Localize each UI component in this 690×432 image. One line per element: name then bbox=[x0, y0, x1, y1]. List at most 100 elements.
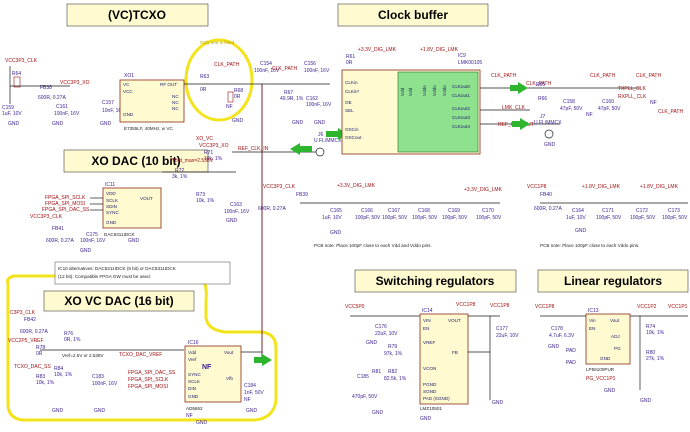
ic9-part: LMK00105 bbox=[458, 60, 482, 66]
xo1-pin-rf-out: RF OUT bbox=[160, 82, 177, 87]
net-clk-path-6: CLK_PATH bbox=[636, 73, 661, 79]
ic11-pin-sdin: SDIN bbox=[106, 204, 117, 209]
linear-banner bbox=[537, 269, 689, 293]
fb41-ref: FB41 bbox=[52, 226, 64, 232]
ic16-pin-vref: Vref bbox=[188, 357, 197, 362]
ic14-pin-vout: VOUT bbox=[448, 318, 461, 323]
c176-ref: C176 bbox=[375, 324, 387, 330]
ic9-vddo-2: Vddo bbox=[432, 85, 437, 96]
xo-vc-dac-title: XO VC DAC (16 bit) bbox=[64, 294, 173, 308]
r67-ref: R67 bbox=[284, 90, 293, 96]
net-3v3-dig-lmk-2: +3.3V_DIG_LMK bbox=[337, 183, 376, 189]
ic16-pin-sclk: SCLK bbox=[188, 379, 201, 384]
fb40-ref: FB40 bbox=[540, 192, 552, 198]
r72-ref: R72 bbox=[175, 168, 184, 174]
c175-ref: C175 bbox=[86, 232, 98, 238]
c162-ref: C162 bbox=[306, 96, 318, 102]
r71-ref: R71 bbox=[204, 150, 213, 156]
ic14-pin-fb: FB bbox=[452, 350, 458, 355]
xo1-ref: XO1 bbox=[124, 73, 134, 79]
c171-value: 100pF, 50V bbox=[596, 215, 622, 221]
ic9-pin-clkout4: CLKout4 bbox=[452, 124, 470, 129]
r73-value: 10k, 1% bbox=[196, 198, 215, 204]
r65-ref: R65 bbox=[536, 82, 545, 88]
r66-ref: R66 bbox=[538, 96, 547, 102]
c176-value: 22uF, 10V bbox=[375, 331, 398, 337]
fb42-value: 600R, 0.27A bbox=[20, 329, 48, 335]
r76-ref: R76 bbox=[64, 331, 73, 337]
ic16-pin-sync: SYNC bbox=[188, 372, 201, 377]
ic9-pin-clkin-n: CLKin* bbox=[345, 89, 360, 94]
net-vcc1p8-2: VCC1P8 bbox=[456, 302, 476, 308]
r63-value: 0R bbox=[200, 87, 207, 93]
r61-ref: R61 bbox=[346, 54, 355, 60]
ic11-pin-vdd: VDD bbox=[106, 191, 116, 196]
c178-value: 4.7uF, 6.3V bbox=[549, 333, 575, 339]
j6-value: U.FL/MMCX bbox=[314, 138, 342, 144]
fb42-ref: FB42 bbox=[24, 317, 36, 323]
ic16-pin-vfb: Vfb bbox=[226, 376, 233, 381]
vctcxo-banner bbox=[66, 3, 209, 27]
net-clk-path-5: CLK_PATH bbox=[590, 73, 615, 79]
ic13-pin-vin: Vin bbox=[589, 318, 596, 323]
xo1-pin-vcc: VCC bbox=[123, 89, 133, 94]
ic13-pin-adj: ADJ bbox=[611, 334, 620, 339]
net-3v3-dig-lmk-3: +3.3V_DIG_LMK bbox=[464, 187, 503, 193]
net-tcxo-dac-ss: TCXO_DAC_SS bbox=[14, 364, 51, 370]
net-fpga-spi-mosi-1: FPGA_SPI_MOSI bbox=[45, 201, 85, 207]
ic11-pin-gnd: GND bbox=[106, 220, 117, 225]
gnd-18: GND bbox=[548, 344, 560, 350]
ic11-part: DAC6311IDCK bbox=[104, 232, 135, 237]
c173-ref: C173 bbox=[668, 208, 680, 214]
net-lmk-clk: LMK_CLK bbox=[502, 105, 525, 111]
ic16-pin-gnd: GND bbox=[188, 394, 199, 399]
gnd-2: GND bbox=[52, 121, 64, 127]
cap-row-3v3: C165 1uF, 10V C166 100pF, 50V C167 100pF… bbox=[322, 208, 502, 221]
net-clk-path-1: CLK_PATH bbox=[214, 62, 239, 68]
net-fpga-spi-mosi-2: FPGA_SPI_MOSI bbox=[128, 384, 168, 390]
c184-ref: C184 bbox=[244, 383, 256, 389]
gnd-3: GND bbox=[100, 121, 112, 127]
xo-vc-dac-banner bbox=[43, 290, 195, 312]
ic13-pin-gnd: GND bbox=[600, 356, 611, 361]
fb39-ref: FB39 bbox=[296, 192, 308, 198]
net-fpga-spi-dac-ss-2: FPGA_SPI_DAC_SS bbox=[128, 370, 176, 376]
ic9-pin-clkout2: CLKout2 bbox=[452, 106, 470, 111]
ic14-body bbox=[419, 313, 469, 405]
c160-value: 47pF, 50V bbox=[598, 106, 621, 112]
net-clk-path-3: CLK_PATH bbox=[491, 73, 516, 79]
fb41-value: 600R, 0.27A bbox=[46, 238, 74, 244]
net-vcc1p2: VCC1P2 bbox=[637, 304, 657, 310]
gnd-20: GND bbox=[640, 398, 652, 404]
net-vcc2p5-vref: VCC2P5_VREF bbox=[8, 338, 44, 344]
xo1-pin-nc-1: NC bbox=[172, 94, 179, 99]
c177-value: 22uF, 10V bbox=[496, 333, 519, 339]
gnd-15: GND bbox=[372, 410, 384, 416]
ic16-ref: IC16 bbox=[188, 340, 199, 346]
r82-value: 82.5k, 1% bbox=[384, 376, 407, 382]
net-clk-path-7: CLK_PATH bbox=[658, 109, 683, 115]
fb40-value: 600R, 0.27A bbox=[534, 206, 562, 212]
clock-buffer-title: Clock buffer bbox=[378, 8, 448, 22]
ic11-ref: IC11 bbox=[105, 182, 115, 188]
ic9-green-area bbox=[397, 71, 479, 153]
net-txpll-clk: TXPLL_CLK bbox=[618, 86, 646, 92]
gnd-21: GND bbox=[330, 230, 342, 236]
cap-row-1v8: C164 1uF, 10V C171 100pF, 50V C172 100pF… bbox=[566, 208, 688, 221]
c154-value: 100nF, 16V bbox=[254, 68, 280, 74]
r83-ref: R83 bbox=[36, 374, 45, 380]
gnd-19: GND bbox=[604, 388, 616, 394]
ic14-pin-vin: VIN bbox=[423, 318, 431, 323]
nf-label-1: NF bbox=[226, 104, 233, 110]
gnd-13: GND bbox=[196, 420, 208, 426]
ic16-nf: NF bbox=[202, 364, 212, 371]
r74-ref: R74 bbox=[646, 324, 655, 330]
c164-value: 1uF, 10V bbox=[566, 215, 586, 221]
gnd-6: GND bbox=[314, 120, 326, 126]
pad-label-2: PAD bbox=[566, 360, 576, 366]
ic11-body bbox=[102, 187, 162, 229]
xo-dac-banner bbox=[63, 149, 209, 173]
ic9-pin-clkout3: CLKout3 bbox=[452, 115, 470, 120]
net-vcc1p8-3: VCC1P8 bbox=[490, 303, 510, 309]
r74-value: 10k, 1% bbox=[646, 330, 665, 336]
